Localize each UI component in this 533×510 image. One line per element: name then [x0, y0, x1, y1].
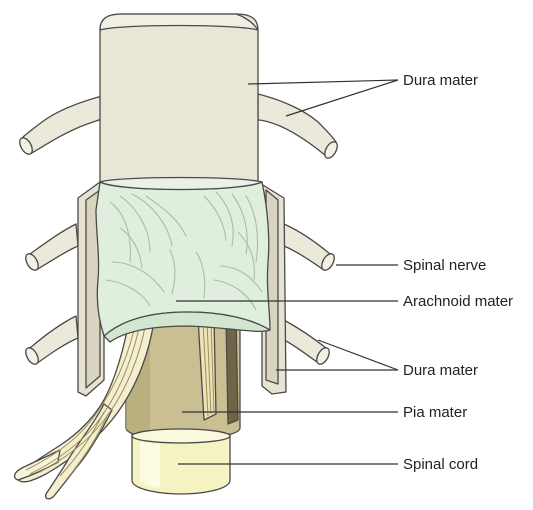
dura-upper-body	[100, 14, 258, 182]
label-pia-mater: Pia mater	[403, 404, 467, 421]
leader-dura-top-b	[286, 80, 398, 116]
dura-nerve-sleeve-upper-left	[22, 96, 104, 154]
spinal-cord-highlight	[140, 442, 160, 488]
spinal-cord-segment	[132, 429, 230, 494]
labels: Dura mater Spinal nerve Arachnoid mater …	[403, 72, 513, 473]
label-spinal-nerve: Spinal nerve	[403, 257, 486, 274]
dura-mater-upper-tube	[17, 14, 340, 182]
label-dura-mater-bottom: Dura mater	[403, 362, 478, 379]
label-arachnoid-mater: Arachnoid mater	[403, 293, 513, 310]
arachnoid-mater-sleeve	[96, 178, 270, 343]
spinal-cord-top-face	[132, 429, 230, 443]
label-dura-mater-top: Dura mater	[403, 72, 478, 89]
label-spinal-cord: Spinal cord	[403, 456, 478, 473]
leader-dura-top-a	[248, 80, 398, 84]
pia-dark-edge	[226, 318, 238, 424]
leader-dura-bottom-b	[318, 340, 398, 370]
